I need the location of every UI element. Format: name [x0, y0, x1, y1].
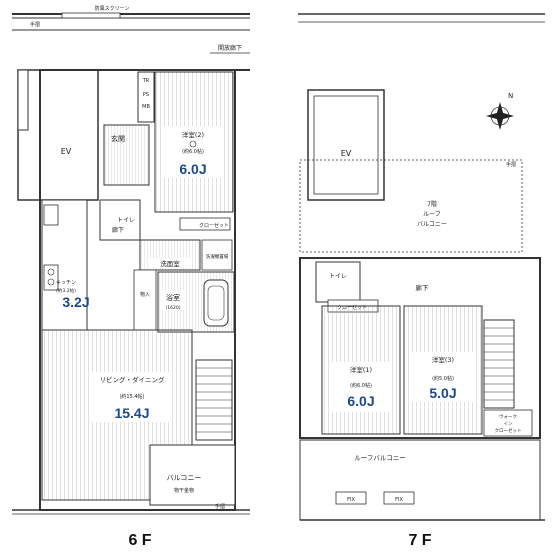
living-name: リビング・ダイニング — [100, 375, 166, 384]
meter-box-label: MB — [142, 104, 150, 110]
kitchen-size-big: 3.2J — [62, 294, 89, 310]
floor-7f-label: 7 F — [408, 532, 431, 549]
entrance-label: 玄関 — [111, 134, 125, 143]
balcony-6f — [149, 444, 236, 506]
balcony-storage-label: 物干金物 — [174, 487, 194, 494]
compass-north: N — [508, 92, 513, 100]
hallway-label-6f: 廊下 — [112, 226, 124, 234]
room1-name: 洋室(1) — [350, 365, 372, 374]
floor-6f: 防風スクリーン 手摺 開放廊下 EV TR MB PS 玄関 洋室(2) (約6… — [12, 5, 250, 549]
compass-icon: N — [486, 92, 514, 130]
bottom-rail-label: 手摺 — [215, 503, 225, 510]
ev-shaft-7f — [307, 89, 385, 201]
fix2-label: FIX — [395, 497, 403, 503]
roof-balcony-bottom — [299, 439, 541, 521]
pipe-space-label: PS — [143, 92, 149, 98]
top-rail-label: 手摺 — [30, 21, 40, 28]
room1-size-big: 6.0J — [347, 393, 374, 409]
stairs-6f — [195, 359, 233, 441]
closet-label-6f: クローゼット — [199, 222, 229, 229]
washer-label: 洗濯機置場 — [206, 253, 229, 260]
room3-name: 洋室(3) — [432, 355, 454, 364]
room2-name: 洋室(2) — [182, 130, 204, 139]
roof-balcony-top-2: ルーフ — [423, 211, 441, 218]
ev-label-6f: EV — [61, 147, 72, 156]
hallway-label-7f: 廊下 — [416, 283, 430, 292]
kitchen-size-note: (約3.2帖) — [56, 287, 76, 294]
room3-size-big: 5.0J — [429, 385, 456, 401]
roof-balcony-bottom-label: ルーフバルコニー — [354, 454, 405, 462]
bathroom-name: 浴室 — [166, 293, 180, 302]
top-screen-label: 防風スクリーン — [95, 5, 130, 12]
balcony-label-6f: バルコニー — [167, 474, 202, 482]
storage-label-6f: 物入 — [140, 291, 150, 298]
toilet-label-7f: トイレ — [329, 273, 347, 280]
walkin-2: イン — [504, 422, 513, 427]
room1-size-note: (約6.0帖) — [350, 382, 372, 389]
toilet-label-6f: トイレ — [117, 217, 135, 224]
fix1-label: FIX — [347, 497, 355, 503]
washroom-label: 洗面室 — [160, 259, 180, 268]
room2-size-note: (約6.0帖) — [182, 148, 204, 155]
top-rail-label-7f: 手摺 — [506, 161, 516, 168]
room3-size-note: (約5.0帖) — [432, 375, 454, 382]
stairs-7f — [483, 319, 515, 409]
walkin-1: ウォーク — [499, 413, 517, 420]
trunk-room-label: TR — [142, 78, 150, 84]
corridor-label: 開放廊下 — [218, 44, 242, 52]
bathroom-size-note: (1620) — [166, 305, 181, 311]
ev-label-7f: EV — [341, 149, 352, 158]
room2-size-big: 6.0J — [179, 161, 206, 177]
living-size-note: (約15.4帖) — [119, 393, 144, 400]
kitchen-name: キッチン — [56, 280, 76, 286]
floor-7f: EV N 7階 ルーフ バルコニー 手摺 トイレ クローゼット 廊下 洋室(1)… — [298, 13, 545, 549]
unit-outline-7f — [299, 257, 541, 439]
roof-balcony-top-3: バルコニー — [417, 221, 447, 228]
roof-balcony-top-1: 7階 — [427, 200, 437, 208]
ev-shaft-6f — [17, 69, 99, 201]
living-size-big: 15.4J — [114, 405, 149, 421]
walkin-3: クローゼット — [495, 427, 522, 434]
floor-6f-label: 6 F — [128, 532, 151, 549]
